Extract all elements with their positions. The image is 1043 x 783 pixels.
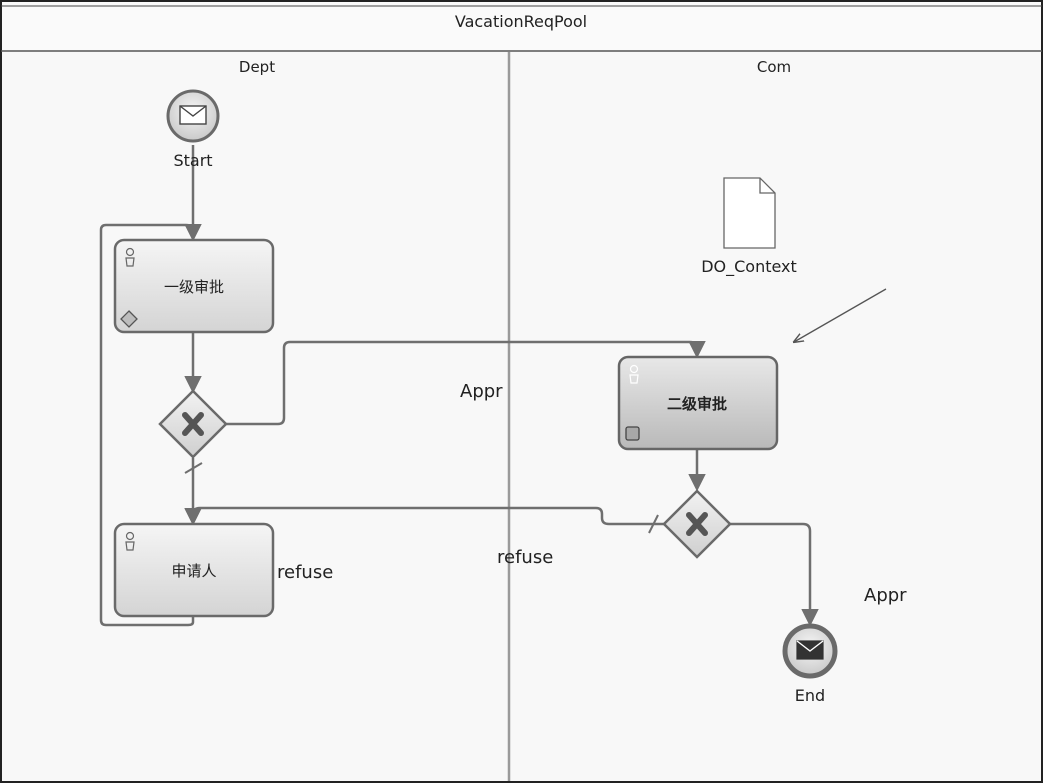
task-applicant-box: [113, 522, 275, 618]
lane-com-title: Com: [757, 58, 791, 76]
lane-dept[interactable]: Dept: [2, 52, 508, 781]
gateway-1[interactable]: [158, 389, 228, 459]
end-event[interactable]: End: [782, 623, 838, 705]
flow-label-refuse-2: refuse: [497, 547, 553, 568]
data-association-arrow[interactable]: [794, 288, 887, 342]
lane-dept-title: Dept: [239, 58, 275, 76]
task-first-approval[interactable]: 一级审批: [113, 238, 275, 334]
flow-gateway1-to-second-approval[interactable]: [226, 340, 706, 426]
start-event[interactable]: Start: [166, 89, 220, 170]
flow-gateway2-to-applicant[interactable]: [184, 506, 664, 526]
diamond-marker-icon: [120, 310, 138, 328]
default-flow-marker-1: [184, 462, 203, 474]
flow-label-appr-1: Appr: [460, 381, 503, 402]
task-second-approval-box: [617, 355, 779, 451]
task-applicant[interactable]: 申请人: [113, 522, 275, 618]
envelope-icon: [179, 105, 207, 125]
task-first-approval-label: 一级审批: [164, 278, 224, 296]
start-event-label: Start: [173, 151, 212, 170]
square-marker-icon: [625, 426, 640, 441]
exclusive-x-icon: [686, 512, 708, 536]
document-fold: [759, 178, 775, 194]
data-object[interactable]: DO_Context: [701, 177, 797, 277]
lane-dept-bg: [2, 52, 508, 781]
document-icon: [723, 177, 776, 249]
flow-gateway2-to-end[interactable]: [730, 522, 819, 627]
task-applicant-label: 申请人: [171, 562, 216, 580]
flow-label-refuse-1: refuse: [277, 562, 333, 583]
gateway-2[interactable]: [662, 489, 732, 559]
end-event-label: End: [795, 686, 825, 705]
flow-label-appr-2: Appr: [864, 585, 907, 606]
task-first-approval-box: [113, 238, 275, 334]
flow-applicant-loop-to-first-approval[interactable]: [99, 223, 195, 627]
task-second-approval[interactable]: 二级审批: [617, 355, 779, 451]
pool-title: VacationReqPool: [455, 12, 587, 31]
default-flow-marker-2: [648, 514, 659, 534]
user-icon: [125, 531, 135, 551]
data-object-label: DO_Context: [701, 257, 797, 277]
envelope-icon: [796, 640, 824, 660]
user-icon: [629, 364, 639, 384]
task-second-approval-label: 二级审批: [667, 395, 727, 413]
exclusive-x-icon: [182, 412, 204, 436]
user-icon: [125, 247, 135, 267]
